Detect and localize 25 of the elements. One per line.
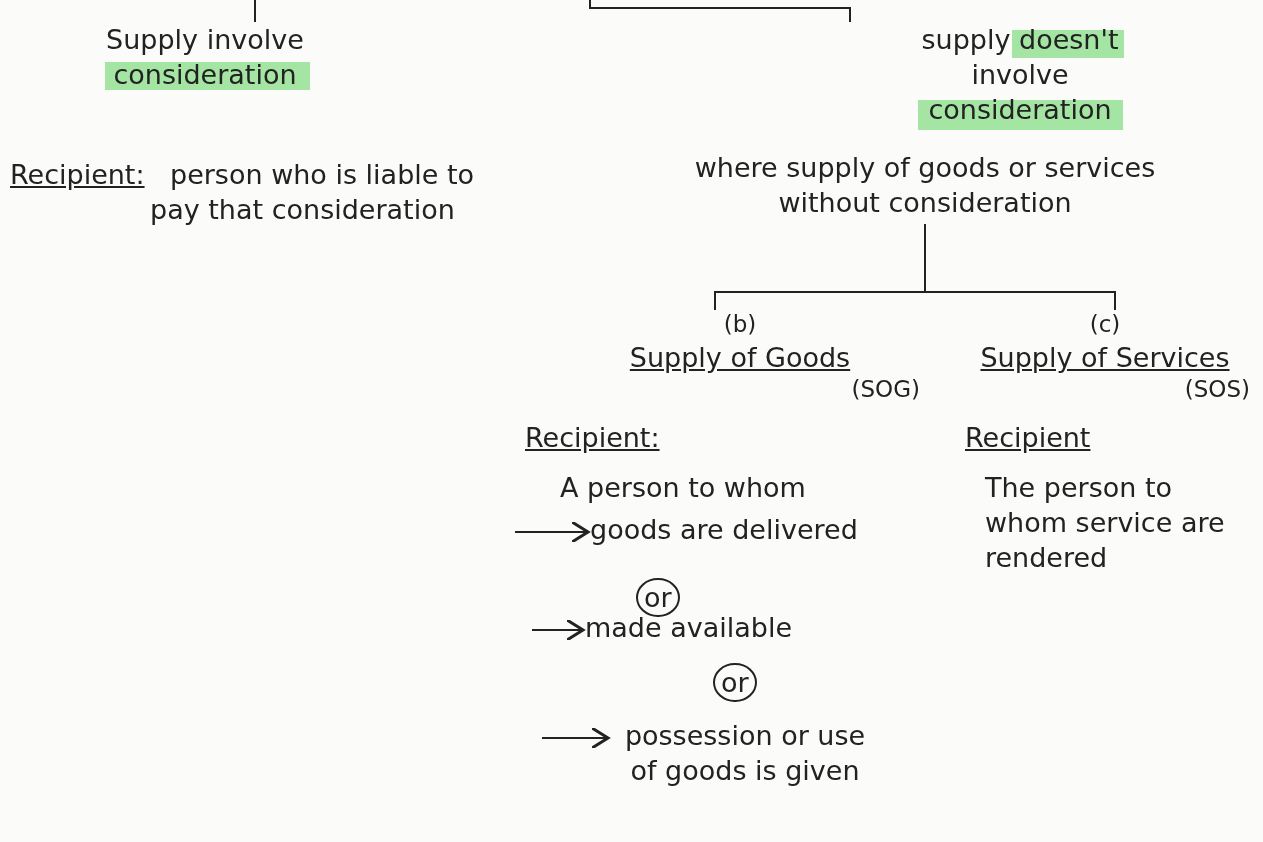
connector-line <box>589 0 851 23</box>
tag-text: (SOG) <box>850 375 920 404</box>
tag-text: (b) <box>722 310 758 339</box>
note-text: person who is liable to pay that consideration <box>150 158 476 228</box>
tag-text: (c) <box>1088 310 1122 339</box>
underlined-heading: Recipient <box>965 421 1092 455</box>
heading-text: Supply of Goods <box>628 340 852 375</box>
note-text: supply doesn't involve consideration <box>905 22 1135 128</box>
arrow <box>514 520 590 544</box>
note-text: The person to whom service are rendered <box>985 471 1226 576</box>
connector-line <box>924 223 1116 311</box>
note-text: Supply involve consideration <box>40 22 370 93</box>
arrow <box>541 726 610 750</box>
note-text: A person to whom <box>560 471 807 505</box>
note-text: possession or use of goods is given <box>610 718 880 789</box>
heading-text: Supply of Services <box>979 340 1231 375</box>
circled-word: or <box>713 663 757 703</box>
arrow <box>531 618 585 642</box>
connector-line <box>254 0 256 23</box>
note-text: where supply of goods or services without consideration <box>640 150 1210 221</box>
underlined-heading: Recipient: <box>10 158 146 192</box>
note-text: goods are delivered <box>590 512 858 548</box>
tag-text: (SOS) <box>1183 375 1250 404</box>
underlined-heading: Recipient: <box>525 421 661 455</box>
circled-word: or <box>636 578 680 618</box>
